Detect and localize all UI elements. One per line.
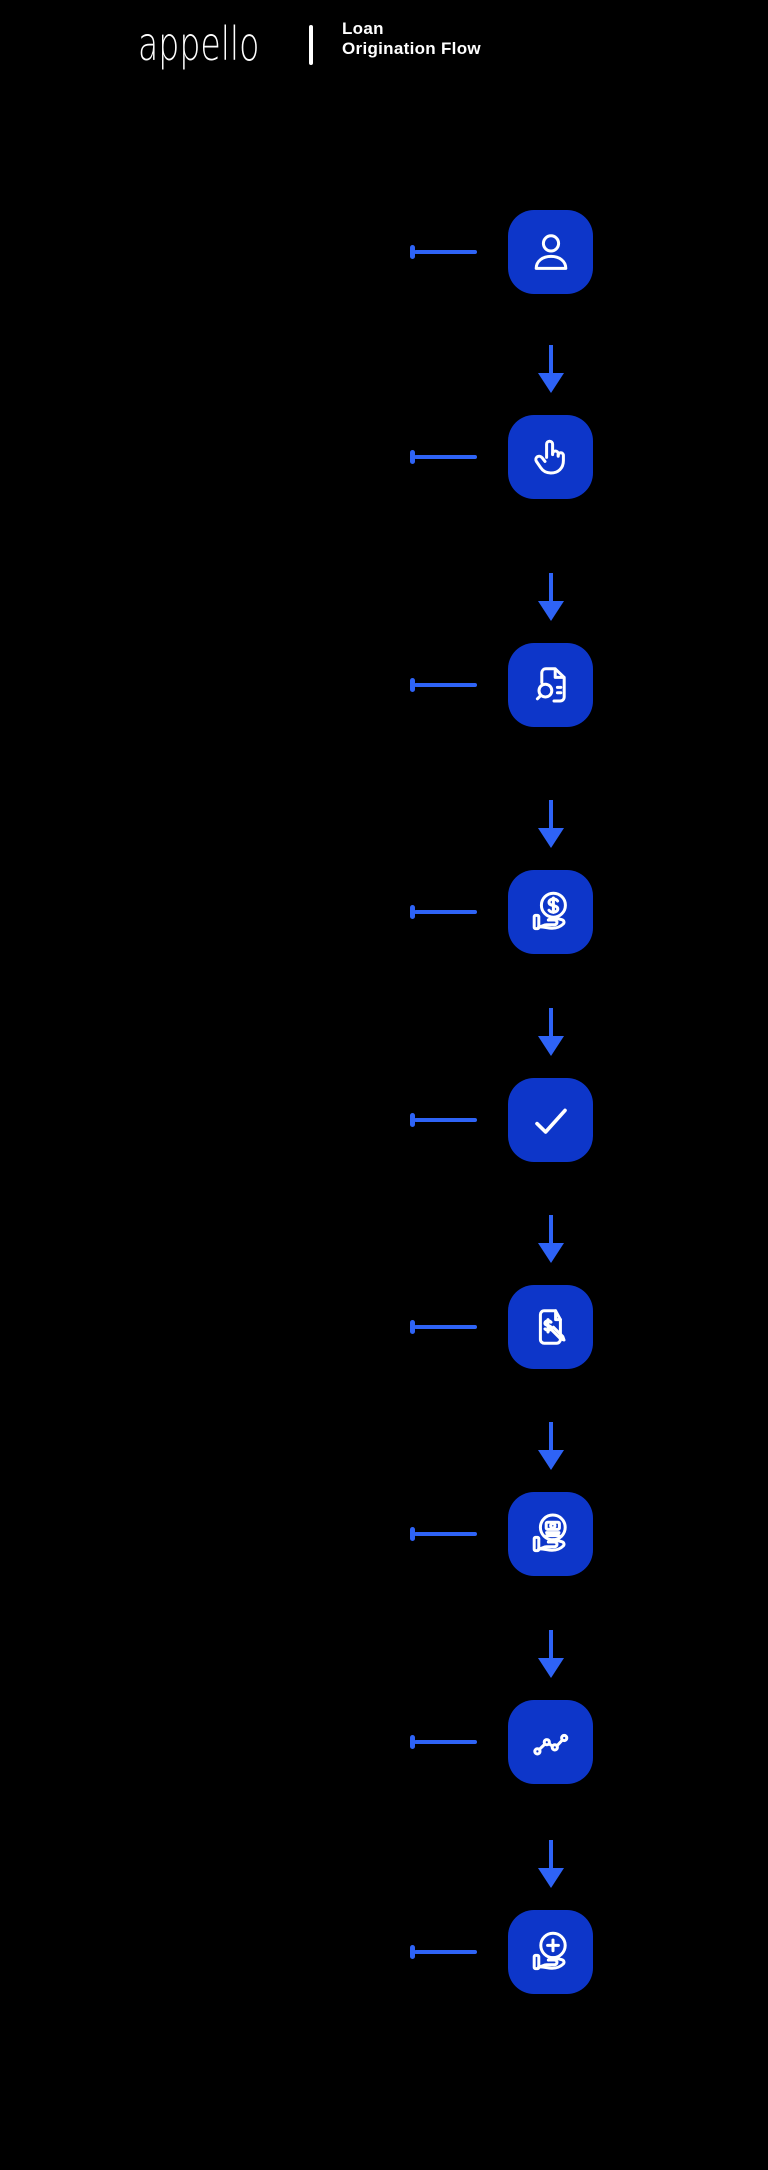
leader-line — [410, 1527, 477, 1541]
header-divider — [309, 25, 313, 65]
document-sign-icon — [527, 1303, 575, 1351]
leader-tick — [410, 1527, 415, 1541]
leader-tick — [410, 1945, 415, 1959]
leader-rule — [414, 1118, 477, 1122]
coin-hand-icon — [527, 888, 575, 936]
leader-tick — [410, 1320, 415, 1334]
leader-line — [410, 1320, 477, 1334]
appello-logo: appello — [138, 17, 260, 71]
arrow-head — [538, 1036, 564, 1056]
leader-line — [410, 1113, 477, 1127]
leader-line — [410, 1735, 477, 1749]
leader-tick — [410, 1735, 415, 1749]
leader-tick — [410, 905, 415, 919]
leader-rule — [414, 250, 477, 254]
arrow-down-icon — [538, 1008, 564, 1056]
arrow-head — [538, 1243, 564, 1263]
flow-step-6-tile — [508, 1285, 593, 1369]
flow-step-4-tile — [508, 870, 593, 954]
flow-step-9-tile — [508, 1910, 593, 1994]
document-search-icon — [527, 661, 575, 709]
leader-line — [410, 905, 477, 919]
arrow-head — [538, 1450, 564, 1470]
arrow-stem — [549, 1008, 553, 1038]
page-title-line2: Origination Flow — [342, 39, 481, 58]
flow-step-2-tile — [508, 415, 593, 499]
flow-step-3-tile — [508, 643, 593, 727]
arrow-down-icon — [538, 1630, 564, 1678]
leader-tick — [410, 450, 415, 464]
chart-line-icon — [527, 1718, 575, 1766]
leader-rule — [414, 910, 477, 914]
page-title: Loan Origination Flow — [342, 19, 481, 59]
arrow-stem — [549, 1840, 553, 1870]
leader-rule — [414, 1532, 477, 1536]
leader-line — [410, 245, 477, 259]
leader-line — [410, 1945, 477, 1959]
tap-icon — [527, 433, 575, 481]
arrow-head — [538, 1658, 564, 1678]
cash-hand-icon — [527, 1510, 575, 1558]
arrow-down-icon — [538, 800, 564, 848]
arrow-head — [538, 373, 564, 393]
flow-step-5-tile — [508, 1078, 593, 1162]
leader-line — [410, 678, 477, 692]
leader-rule — [414, 1740, 477, 1744]
arrow-down-icon — [538, 573, 564, 621]
leader-line — [410, 450, 477, 464]
arrow-down-icon — [538, 1215, 564, 1263]
plus-hand-icon — [527, 1928, 575, 1976]
flow-step-7-tile — [508, 1492, 593, 1576]
leader-tick — [410, 245, 415, 259]
arrow-stem — [549, 1422, 553, 1452]
leader-tick — [410, 678, 415, 692]
arrow-down-icon — [538, 1422, 564, 1470]
arrow-stem — [549, 345, 553, 375]
arrow-stem — [549, 800, 553, 830]
arrow-down-icon — [538, 1840, 564, 1888]
arrow-stem — [549, 1630, 553, 1660]
leader-rule — [414, 1325, 477, 1329]
page-title-line1: Loan — [342, 19, 384, 38]
arrow-head — [538, 601, 564, 621]
flow-step-8-tile — [508, 1700, 593, 1784]
leader-rule — [414, 1950, 477, 1954]
leader-rule — [414, 683, 477, 687]
flow-step-1-tile — [508, 210, 593, 294]
leader-rule — [414, 455, 477, 459]
arrow-head — [538, 1868, 564, 1888]
arrow-stem — [549, 1215, 553, 1245]
check-icon — [527, 1096, 575, 1144]
arrow-down-icon — [538, 345, 564, 393]
arrow-stem — [549, 573, 553, 603]
user-icon — [527, 228, 575, 276]
arrow-head — [538, 828, 564, 848]
leader-tick — [410, 1113, 415, 1127]
